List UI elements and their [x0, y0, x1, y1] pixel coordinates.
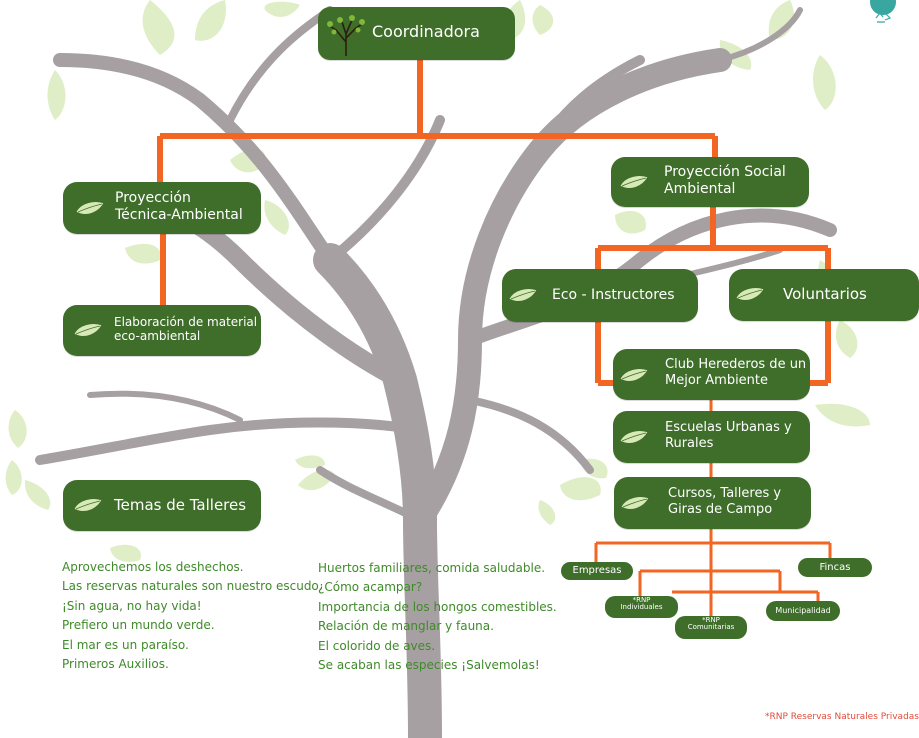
temas-list-left: Aprovechemos los deshechos. Las reservas…: [62, 558, 322, 674]
list-item: El colorido de aves.: [318, 638, 436, 653]
node-rnp-comunitarias: *RNP Comunitarias: [675, 616, 747, 639]
decorative-leaves: [5, 0, 870, 562]
node-label: Temas de Talleres: [114, 496, 247, 514]
node-label-line: Proyección Social: [664, 164, 786, 180]
connector-lines: [157, 60, 831, 386]
node-club-herederos: Club Herederos de un Mejor Ambiente: [613, 349, 810, 400]
node-label-line: Proyección: [115, 190, 191, 206]
node-label: Elaboración de material eco-ambiental: [114, 315, 257, 344]
leaf-icon: [619, 430, 649, 444]
node-elaboracion: Elaboración de material eco-ambiental: [63, 305, 261, 356]
node-municipalidad: Municipalidad: [766, 601, 840, 621]
list-item: Se acaban las especies ¡Salvemolas!: [318, 658, 540, 673]
pill-label-line: *RNP: [702, 616, 720, 624]
node-label-line: Técnica-Ambiental: [115, 206, 243, 223]
list-item: Primeros Auxilios.: [62, 657, 169, 672]
node-label: Coordinadora: [372, 22, 480, 41]
node-label-line: Cursos, Talleres y: [668, 486, 782, 501]
node-temas-talleres: Temas de Talleres: [63, 480, 261, 531]
node-label-line: Rurales: [665, 435, 714, 451]
pill-label-line: Comunitarias: [687, 623, 735, 632]
list-item: Prefiero un mundo verde.: [62, 618, 215, 633]
node-label: Voluntarios: [783, 285, 867, 303]
node-proyeccion-social: Proyección Social Ambiental: [611, 157, 809, 207]
node-label-line: Giras de Campo: [668, 501, 773, 517]
leaf-icon: [73, 498, 103, 512]
node-proyeccion-tecnica: Proyección Técnica-Ambiental: [63, 182, 261, 234]
tree-icon: [327, 15, 365, 56]
footnote: *RNP Reservas Naturales Privadas: [765, 712, 919, 722]
leaf-icon: [73, 323, 103, 337]
leaf-icon: [508, 288, 538, 302]
node-empresas: Empresas: [561, 562, 633, 580]
node-label-line: Escuelas Urbanas y: [665, 420, 792, 435]
leaf-icon: [620, 496, 650, 510]
node-label: Escuelas Urbanas y Rurales: [665, 420, 792, 451]
connector-lines-thin: [594, 400, 832, 616]
node-label: Eco - Instructores: [552, 287, 675, 303]
node-coordinadora: Coordinadora: [318, 7, 515, 60]
node-label-line: Mejor Ambiente: [665, 372, 769, 388]
node-voluntarios: Voluntarios: [729, 269, 919, 321]
node-fincas: Fincas: [798, 558, 872, 577]
node-eco-instructores: Eco - Instructores: [502, 269, 698, 322]
list-item: Relación de manglar y fauna.: [318, 619, 494, 634]
list-item: ¡Sin agua, no hay vida!: [62, 598, 202, 613]
list-item: El mar es un paraíso.: [62, 637, 189, 652]
node-label-line: Ambiental: [664, 180, 736, 197]
temas-list-right: Huertos familiares, comida saludable. ¿C…: [318, 559, 557, 675]
pill-label-line: Individuales: [620, 603, 663, 612]
leaf-icon: [75, 201, 105, 215]
node-cursos: Cursos, Talleres y Giras de Campo: [614, 477, 811, 529]
node-label-line: eco-ambiental: [114, 329, 201, 344]
list-item: Aprovechemos los deshechos.: [62, 560, 244, 574]
node-escuelas: Escuelas Urbanas y Rurales: [613, 411, 810, 463]
list-item: ¿Cómo acampar?: [318, 580, 423, 595]
node-rnp-individuales: *RNP Individuales: [605, 596, 678, 618]
node-label: Club Herederos de un Mejor Ambiente: [665, 357, 806, 388]
node-label-line: Elaboración de material: [114, 315, 258, 329]
node-label: Proyección Social Ambiental: [664, 164, 786, 198]
pill-label-line: *RNP: [632, 596, 651, 604]
leaf-icon: [619, 368, 649, 382]
leaf-icon: [619, 175, 649, 189]
list-item: Las reservas naturales son nuestro escud…: [62, 579, 323, 594]
list-item: Importancia de los hongos comestibles.: [318, 599, 557, 614]
node-label-line: Club Herederos de un: [665, 357, 807, 372]
leaf-icon: [735, 287, 765, 301]
node-label: Cursos, Talleres y Giras de Campo: [668, 486, 781, 517]
node-label: Proyección Técnica-Ambiental: [115, 190, 243, 224]
list-item: Huertos familiares, comida saludable.: [318, 561, 546, 575]
globe-recycle-icon: [870, 0, 896, 23]
